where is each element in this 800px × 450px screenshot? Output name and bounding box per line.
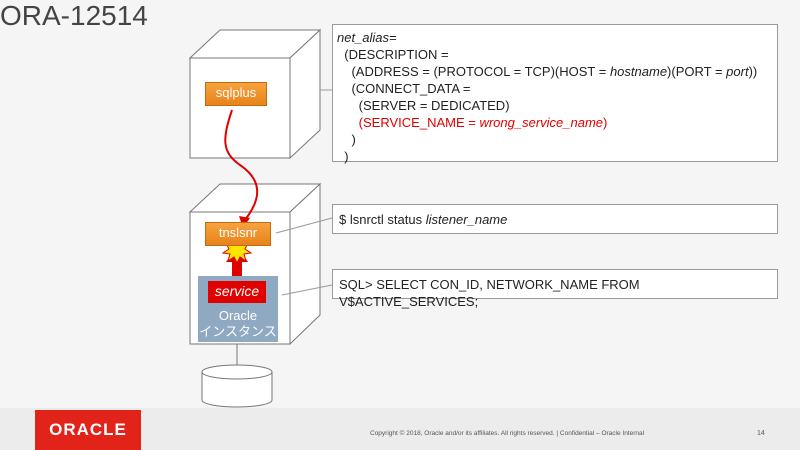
client-machine-cube: [188, 28, 322, 160]
tns-service-name-prefix: (SERVICE_NAME =: [358, 115, 480, 130]
tns-close-inner: ): [351, 132, 356, 147]
oracle-logo: ORACLE: [35, 410, 141, 450]
listener-tnslsnr-box: tnslsnr: [205, 222, 271, 246]
connection-request-arrow: [224, 109, 259, 221]
sql-callout-line: [281, 284, 333, 296]
slide-title: ORA-12514: [0, 0, 148, 31]
tns-hostname: hostname: [609, 64, 668, 79]
instance-label-line1: Oracle: [218, 308, 258, 323]
tns-line-description: (DESCRIPTION =: [337, 46, 777, 63]
tns-port: port: [726, 64, 749, 79]
tns-line-alias: net_alias=: [337, 30, 397, 45]
lsnrctl-command: $ lsnrctl status: [339, 212, 426, 227]
tns-service-name-suffix: ): [603, 115, 608, 130]
sql-query-box: SQL> SELECT CON_ID, NETWORK_NAME FROM V$…: [332, 269, 778, 309]
lsnrctl-callout-line: [275, 217, 333, 234]
tnsnames-entry-box: net_alias= (DESCRIPTION = (ADDRESS = (PR…: [332, 24, 778, 165]
tns-line-address: (ADDRESS = (PROTOCOL = TCP)(HOST = hostn…: [337, 63, 777, 80]
tns-port-prefix: )(PORT =: [667, 64, 727, 79]
tns-address-suffix: )): [748, 64, 758, 79]
lsnrctl-argument: listener_name: [425, 212, 508, 227]
tns-server-text: (SERVER = DEDICATED): [358, 98, 510, 113]
tns-line-connect-data: (CONNECT_DATA =: [337, 80, 777, 97]
database-storage-cylinder: [201, 364, 273, 408]
copyright-notice: Copyright © 2018, Oracle and/or its affi…: [370, 430, 645, 437]
tns-line-close-inner: ): [337, 131, 777, 148]
tns-service-name-value: wrong_service_name: [479, 115, 604, 130]
tns-line-server: (SERVER = DEDICATED): [337, 97, 777, 114]
tns-close-outer: ): [344, 149, 349, 164]
tns-line-close-outer: ): [337, 148, 777, 165]
tns-address-prefix: (ADDRESS = (PROTOCOL = TCP)(HOST =: [351, 64, 610, 79]
tns-description-text: (DESCRIPTION =: [344, 47, 449, 62]
page-number: 14: [757, 430, 765, 437]
service-label-box: service: [208, 281, 266, 303]
tns-connect-data-text: (CONNECT_DATA =: [351, 81, 471, 96]
instance-label-line2: インスタンス: [199, 324, 277, 339]
oracle-instance-box: service Oracle インスタンス: [198, 276, 278, 342]
tns-line-service-name: (SERVICE_NAME = wrong_service_name): [337, 114, 777, 131]
lsnrctl-command-box: $ lsnrctl status listener_name: [332, 204, 778, 234]
sql-query-text: SQL> SELECT CON_ID, NETWORK_NAME FROM V$…: [339, 277, 640, 309]
sqlplus-client-box: sqlplus: [205, 82, 267, 106]
